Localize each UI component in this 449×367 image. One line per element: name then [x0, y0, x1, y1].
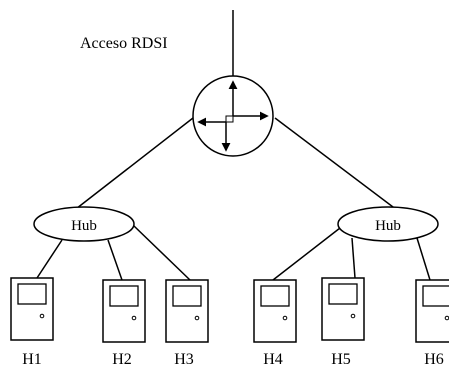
computer-icon [321, 277, 365, 341]
host-h1: H1 [10, 277, 54, 367]
host-label: H3 [174, 351, 194, 367]
hub-right: Hub [337, 206, 439, 242]
link-hub1-h2 [107, 239, 123, 281]
host-h2: H2 [102, 279, 146, 367]
link-hub1-h1 [36, 239, 63, 279]
link-hub2-h4 [272, 227, 341, 281]
access-label: Acceso RDSI [80, 35, 168, 52]
computer-icon [165, 279, 209, 343]
link-router-hub1 [71, 117, 194, 213]
router-icon [192, 75, 274, 157]
host-h6: H6 [415, 279, 449, 367]
link-hub2-h5 [351, 237, 356, 279]
computer-icon [415, 279, 449, 343]
host-label: H4 [263, 351, 283, 367]
host-h5: H5 [321, 277, 365, 367]
host-h4: H4 [253, 279, 297, 367]
hub-label: Hub [71, 218, 97, 234]
link-router-hub2 [274, 117, 398, 211]
hub-icon [33, 206, 135, 242]
host-label: H5 [331, 351, 351, 367]
host-h3: H3 [165, 279, 209, 367]
host-label: H6 [424, 351, 444, 367]
hub-icon [337, 206, 439, 242]
computer-icon [10, 277, 54, 341]
link-hub1-h3 [133, 225, 191, 281]
computer-icon [102, 279, 146, 343]
host-label: H1 [22, 351, 42, 367]
hub-left: Hub [33, 206, 135, 242]
hub-label: Hub [375, 218, 401, 234]
host-label: H2 [112, 351, 132, 367]
link-hub2-h6 [416, 237, 431, 281]
computer-icon [253, 279, 297, 343]
